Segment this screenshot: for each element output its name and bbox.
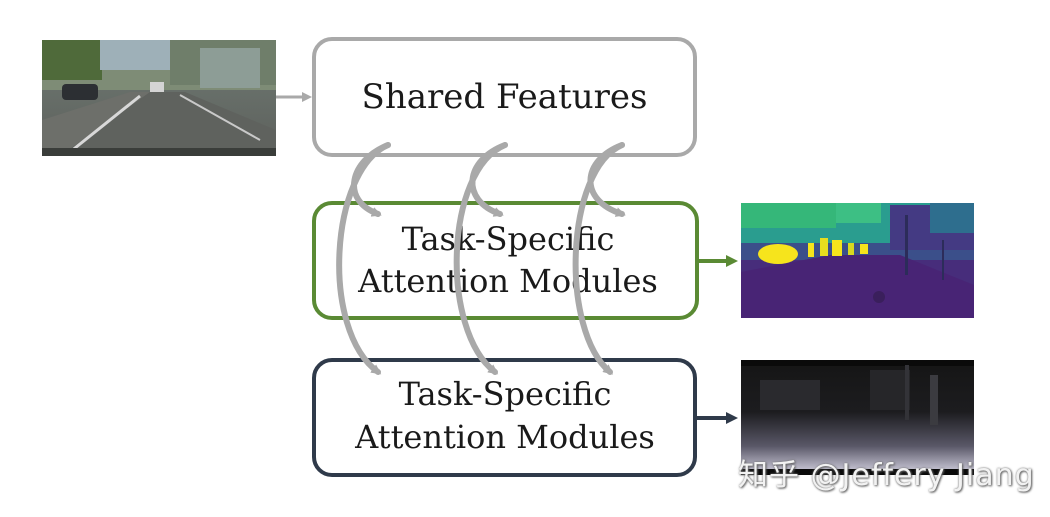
module-2-line2: Attention Modules bbox=[354, 418, 655, 456]
flow-arrow-1b bbox=[336, 142, 391, 375]
semantic-segmentation-map-icon bbox=[741, 203, 974, 318]
shared-features-label: Shared Features bbox=[362, 77, 648, 117]
feature-flow-arrows bbox=[336, 142, 626, 375]
shared-features-box: Shared Features bbox=[312, 37, 697, 157]
depth-map-icon bbox=[741, 360, 974, 475]
street-scene-photo-icon bbox=[42, 40, 276, 156]
module-2-line1: Task-Specific bbox=[399, 375, 612, 413]
module-1-line2: Attention Modules bbox=[357, 262, 658, 300]
attention-module-box-2: Task-Specific Attention Modules bbox=[312, 358, 697, 477]
flow-arrow-3b bbox=[572, 142, 625, 375]
attention-module-box-1: Task-Specific Attention Modules bbox=[312, 201, 699, 320]
watermark-text: 知乎 @Jeffery Jiang bbox=[738, 458, 1035, 493]
module-1-line1: Task-Specific bbox=[402, 220, 615, 258]
flow-arrow-2b bbox=[453, 142, 508, 375]
